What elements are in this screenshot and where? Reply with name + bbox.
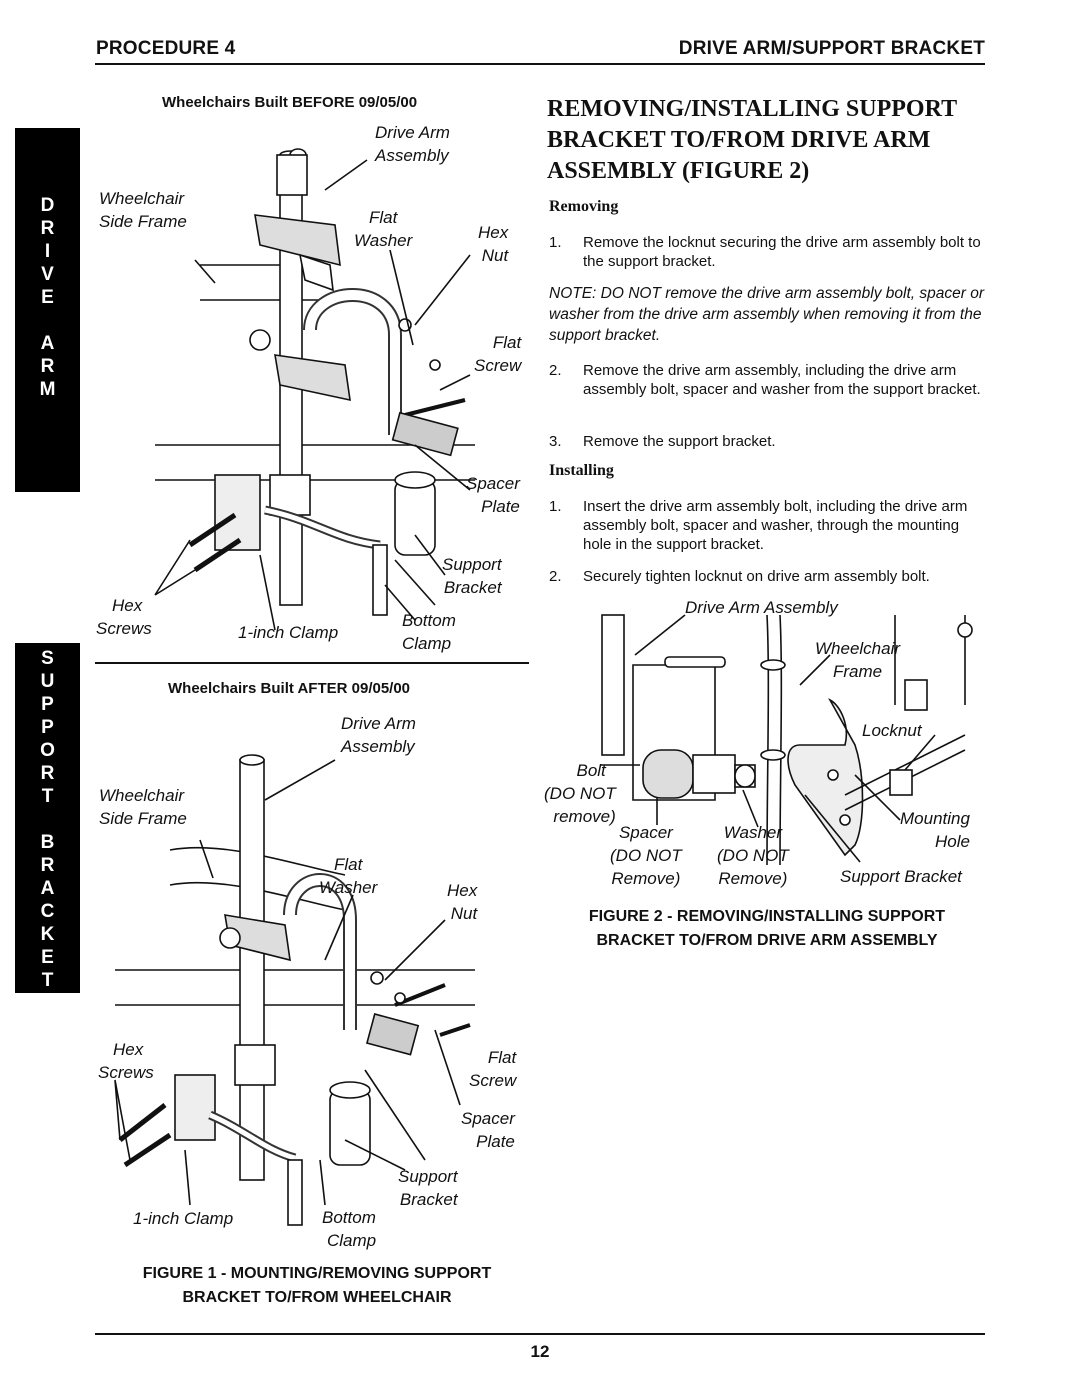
sidebar-bottom-letter: T [41,786,54,807]
procedure-label: PROCEDURE 4 [96,38,236,59]
removing-heading: Removing [549,198,619,215]
sidebar-top-letter [15,309,80,332]
removing-step-3: 3.Remove the support bracket. [549,433,776,450]
sidebar-top-letter: M [39,379,56,400]
before-inch-clamp-label: 1-inch Clamp [238,623,339,642]
sidebar-bottom-letter: R [40,855,55,876]
sidebar-bottom-letter: S [41,648,54,669]
removing-note: NOTE: DO NOT remove the drive arm assemb… [549,285,984,344]
sidebar-bottom-letter: A [40,878,55,899]
footer-rule [95,1333,985,1335]
sidebar-bottom-letter: E [41,947,54,968]
sidebar-top-letter: R [40,218,55,239]
installing-step-2: 2.Securely tighten locknut on drive arm … [549,568,930,585]
header-rule [95,63,985,65]
installing-step-1: 1.Insert the drive arm assembly bolt, in… [549,498,968,553]
figure1-divider [95,662,529,664]
sidebar-bottom-letter: C [40,901,55,922]
sidebar-top-letter: I [44,241,51,262]
section-header: DRIVE ARM/SUPPORT BRACKET [678,38,985,59]
sidebar-top-letter: V [41,264,54,285]
removing-step-2: 2.Remove the drive arm assembly, includi… [549,362,981,398]
sidebar-bottom-letter: U [40,671,55,692]
fig2-support-bracket-label: Support Bracket [840,867,962,886]
fig2-locknut-label: Locknut [862,721,922,740]
sidebar-bottom-letter: K [40,924,55,945]
after-diagram [114,754,475,1226]
page-number: 12 [530,1342,550,1361]
sidebar-top-letter: E [41,287,54,308]
sidebar-bottom-letter: R [40,763,55,784]
after-heading: Wheelchairs Built AFTER 09/05/00 [168,680,411,697]
after-inch-clamp-label: 1-inch Clamp [133,1209,234,1228]
sidebar-bottom-letter [15,808,80,831]
fig2-drive-arm-label: Drive Arm Assembly [685,598,838,617]
sidebar-top-letter: A [40,333,55,354]
sidebar-bottom-letter: P [41,717,54,738]
figure2-diagram [600,614,973,866]
sidebar-bottom-letter: P [41,694,54,715]
removing-step-1: 1.Remove the locknut securing the drive … [549,234,981,270]
sidebar-bottom-letter: B [40,832,55,853]
installing-heading: Installing [549,462,614,479]
before-heading: Wheelchairs Built BEFORE 09/05/00 [162,94,418,111]
sidebar-top-letter: D [40,195,55,216]
before-diagram [154,148,475,631]
sidebar-top-letter: R [40,356,55,377]
sidebar-bottom-letter: T [41,970,54,991]
sidebar-bottom-letter: O [40,740,55,761]
